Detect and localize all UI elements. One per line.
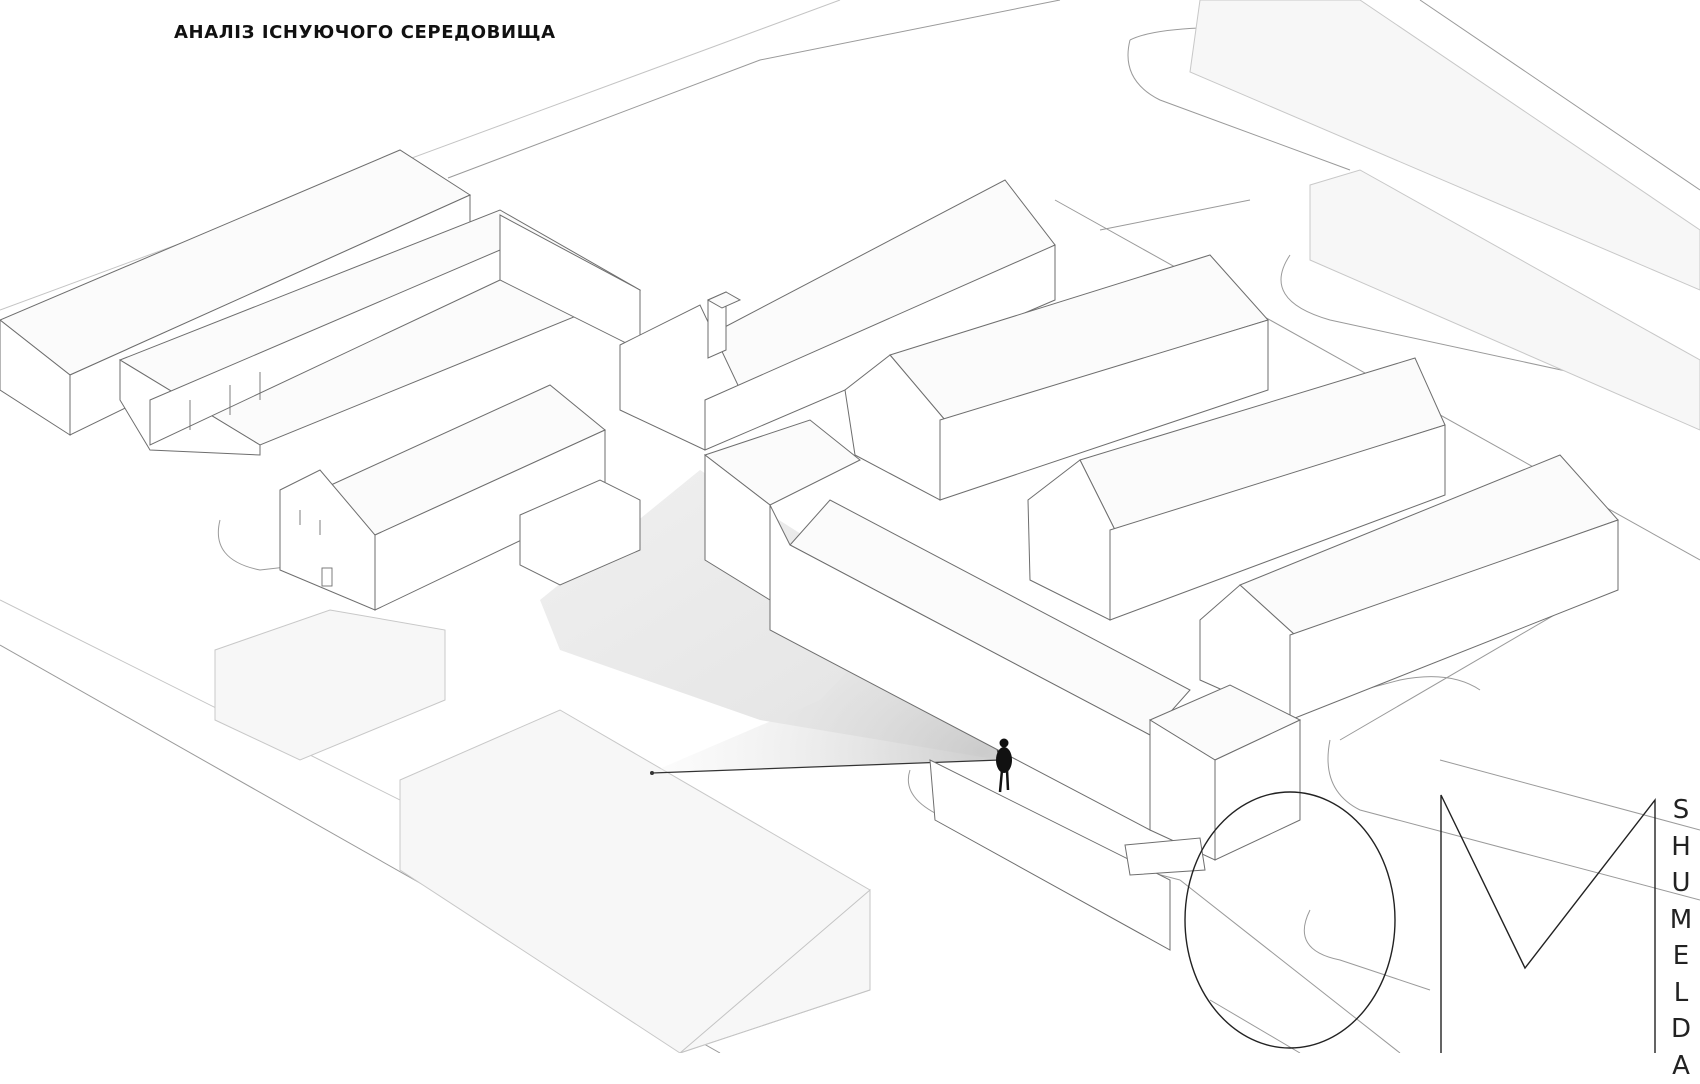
brand-letter: H [1671, 829, 1691, 866]
brand-letter: E [1673, 938, 1689, 975]
brand-name-vertical: S H U M E L D A [1662, 792, 1700, 1084]
brand-letter: S [1673, 792, 1690, 829]
site-axonometric-drawing [0, 0, 1700, 1053]
monogram-letter-m [1441, 795, 1655, 1053]
page-title: АНАЛІЗ ІСНУЮЧОГО СЕРЕДОВИЩА [174, 22, 556, 43]
brand-letter: D [1671, 1011, 1691, 1048]
brand-letter: U [1671, 865, 1690, 902]
brand-letter: M [1670, 902, 1692, 939]
brand-letter: L [1674, 975, 1689, 1012]
